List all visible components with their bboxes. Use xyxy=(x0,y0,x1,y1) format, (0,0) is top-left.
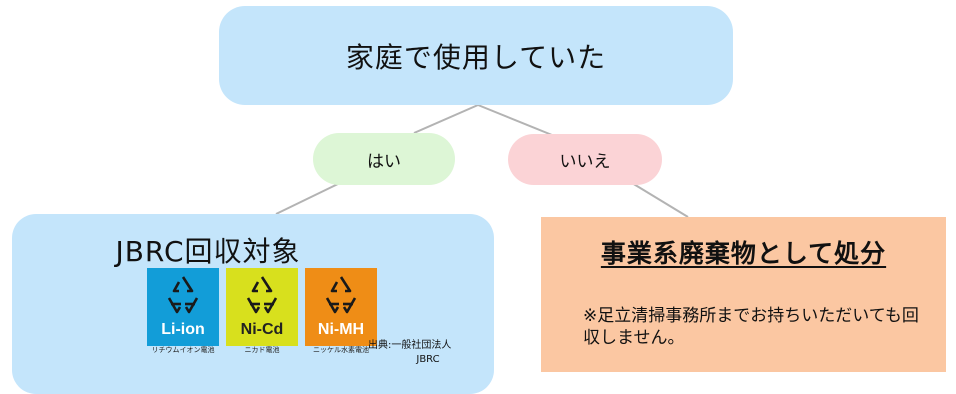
root-question-text: 家庭で使用していた xyxy=(345,40,607,74)
battery-caption: ニッケル水素電池 xyxy=(313,346,369,354)
battery-badge-ni-mh: Ni-MH ニッケル水素電池 xyxy=(305,268,377,355)
battery-badge-face: Li-ion xyxy=(147,268,219,346)
recycle-icon xyxy=(325,276,357,314)
recycle-icon xyxy=(167,276,199,314)
source-credit: 出典:一般社団法人 JBRC xyxy=(368,339,488,367)
battery-caption: ニカド電池 xyxy=(244,346,280,354)
business-waste-title: 事業系廃棄物として処分 xyxy=(600,239,887,268)
connector-root-no xyxy=(477,104,553,136)
jbrc-title: JBRC回収対象 xyxy=(115,235,301,268)
battery-badge-li-ion: Li-ion リチウムイオン電池 xyxy=(147,268,219,355)
connector-yes-jbrc xyxy=(275,181,343,215)
battery-badge-ni-cd: Ni-Cd ニカド電池 xyxy=(226,268,298,355)
battery-code: Li-ion xyxy=(161,321,205,338)
connector-no-business xyxy=(631,182,689,218)
battery-caption: リチウムイオン電池 xyxy=(151,346,215,354)
connector-root-yes xyxy=(413,104,479,134)
battery-badge-face: Ni-Cd xyxy=(226,268,298,346)
no-branch-node: いいえ xyxy=(508,134,662,185)
battery-code: Ni-Cd xyxy=(240,321,284,338)
business-waste-note: ※足立清掃事務所までお持ちいただいても回収しません。 xyxy=(583,306,919,348)
no-label: いいえ xyxy=(559,152,611,172)
source-credit-line1: 出典:一般社団法人 xyxy=(368,340,452,351)
business-waste-node: 事業系廃棄物として処分 ※足立清掃事務所までお持ちいただいても回収しません。 xyxy=(541,217,946,372)
root-question-node: 家庭で使用していた xyxy=(219,6,733,105)
yes-label: はい xyxy=(367,151,401,172)
recycle-icon xyxy=(246,276,278,314)
jbrc-collection-node: JBRC回収対象 Li-ion リチウムイオン電池 Ni xyxy=(12,214,494,394)
connector-lines xyxy=(275,104,689,218)
yes-branch-node: はい xyxy=(313,133,455,185)
battery-badge-face: Ni-MH xyxy=(305,268,377,346)
battery-code: Ni-MH xyxy=(317,321,365,338)
source-credit-line2: JBRC xyxy=(416,354,440,365)
